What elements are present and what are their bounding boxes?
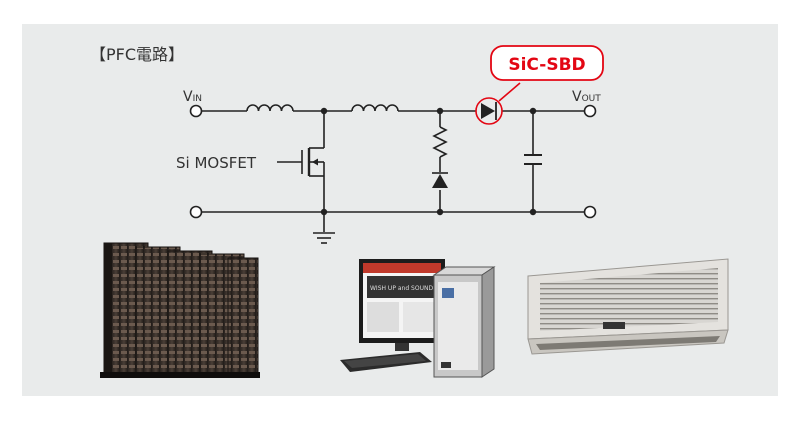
- ground-symbol: [313, 232, 335, 244]
- mosfet-label: Si MOSFET: [176, 154, 257, 172]
- sic-sbd-highlight-circle: [475, 97, 503, 125]
- callout-leader-line: [498, 82, 521, 102]
- inductor-1: [246, 104, 294, 112]
- circuit-wires: [201, 110, 584, 232]
- desktop-pc-image: WISH UP and SOUND: [340, 259, 496, 378]
- sic-sbd-diode-symbol: [481, 102, 497, 120]
- vin-return-terminal: [189, 205, 203, 219]
- server-rack-image: [100, 242, 260, 378]
- vout-terminal: [583, 104, 597, 118]
- diagram-title: 【PFC電路】: [90, 45, 184, 64]
- air-conditioner-image: [527, 258, 729, 355]
- callout-label: SiC-SBD: [508, 55, 585, 75]
- branch-diode-symbol: [432, 172, 448, 188]
- vin-label: VIN: [183, 89, 202, 105]
- inductor-2: [351, 104, 399, 112]
- svg-text:WISH UP and SOUND: WISH UP and SOUND: [370, 285, 433, 292]
- resistor-symbol: [432, 126, 448, 158]
- vout-return-terminal: [583, 205, 597, 219]
- callout-box: [490, 45, 604, 81]
- mosfet-symbol: [277, 147, 325, 177]
- junction-dots: [320, 107, 537, 216]
- vin-terminal: [189, 104, 203, 118]
- capacitor-symbol: [524, 154, 542, 165]
- vout-label: VOUT: [572, 89, 601, 105]
